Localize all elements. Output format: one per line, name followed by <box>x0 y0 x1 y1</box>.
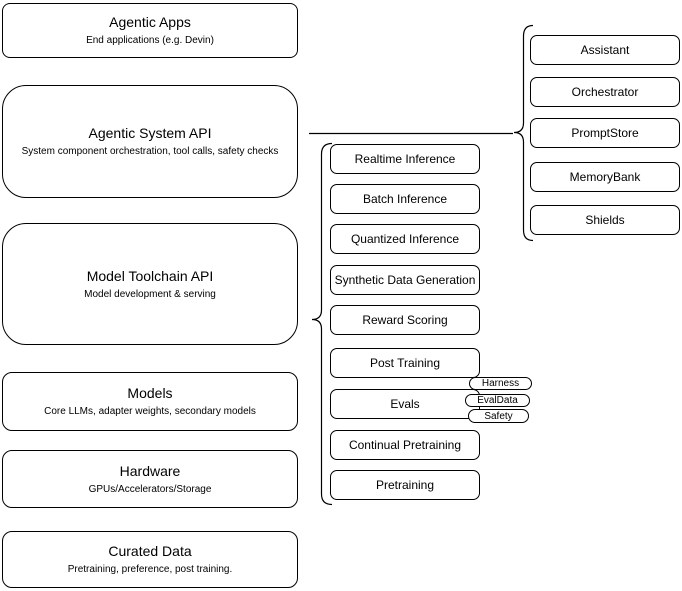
node-label: Reward Scoring <box>362 313 448 327</box>
node-agentic-system-api: Agentic System API System component orch… <box>2 85 298 198</box>
node-agentic-apps: Agentic Apps End applications (e.g. Devi… <box>2 3 298 58</box>
node-title: Curated Data <box>108 543 192 559</box>
node-models: Models Core LLMs, adapter weights, secon… <box>2 372 298 431</box>
node-label: Realtime Inference <box>354 152 456 166</box>
badge-harness: Harness <box>469 377 532 390</box>
node-label: Quantized Inference <box>350 232 460 246</box>
node-quantized-inference: Quantized Inference <box>330 224 480 254</box>
node-title: Hardware <box>119 462 181 479</box>
node-subtitle: Core LLMs, adapter weights, secondary mo… <box>44 406 256 417</box>
node-label: PromptStore <box>571 126 639 140</box>
node-label: Synthetic Data Generation <box>334 273 476 287</box>
node-subtitle: Model development & serving <box>84 288 216 300</box>
node-pretraining: Pretraining <box>330 470 480 500</box>
node-label: Assistant <box>580 43 630 57</box>
node-label: Batch Inference <box>362 192 448 206</box>
brace-system-components <box>513 24 534 242</box>
node-title: Models <box>127 385 173 401</box>
node-subtitle: End applications (e.g. Devin) <box>86 35 214 46</box>
node-evals: Evals <box>330 389 480 419</box>
badge-label: EvalData <box>477 395 518 406</box>
node-title: Agentic Apps <box>109 14 191 30</box>
node-label: Continual Pretraining <box>348 438 462 452</box>
node-reward-scoring: Reward Scoring <box>330 305 480 335</box>
node-label: Orchestrator <box>571 85 639 99</box>
badge-safety: Safety <box>468 409 529 423</box>
node-assistant: Assistant <box>530 35 680 65</box>
node-synthetic-data-generation: Synthetic Data Generation <box>330 265 480 295</box>
node-curated-data: Curated Data Pretraining, preference, po… <box>2 531 298 588</box>
node-title: Agentic System API <box>88 125 212 141</box>
node-subtitle: GPUs/Accelerators/Storage <box>88 483 212 495</box>
badge-evaldata: EvalData <box>465 394 530 407</box>
node-batch-inference: Batch Inference <box>330 184 480 214</box>
node-label: MemoryBank <box>569 170 641 184</box>
node-shields: Shields <box>530 205 680 235</box>
badge-label: Safety <box>484 410 513 422</box>
node-hardware: Hardware GPUs/Accelerators/Storage <box>2 450 298 508</box>
node-label: Pretraining <box>375 478 435 492</box>
node-subtitle: Pretraining, preference, post training. <box>67 564 233 575</box>
node-model-toolchain-api: Model Toolchain API Model development & … <box>2 223 298 345</box>
node-memorybank: MemoryBank <box>530 162 680 192</box>
node-label: Shields <box>585 213 625 227</box>
node-post-training: Post Training <box>330 348 480 378</box>
node-label: Post Training <box>369 356 441 370</box>
badge-label: Harness <box>481 378 520 389</box>
node-promptstore: PromptStore <box>530 118 680 148</box>
node-continual-pretraining: Continual Pretraining <box>330 430 480 460</box>
node-subtitle: System component orchestration, tool cal… <box>21 146 279 157</box>
node-title: Model Toolchain API <box>86 267 214 284</box>
node-realtime-inference: Realtime Inference <box>330 144 480 174</box>
node-orchestrator: Orchestrator <box>530 77 680 107</box>
node-label: Evals <box>390 397 420 411</box>
brace-toolchain-components <box>311 142 333 506</box>
